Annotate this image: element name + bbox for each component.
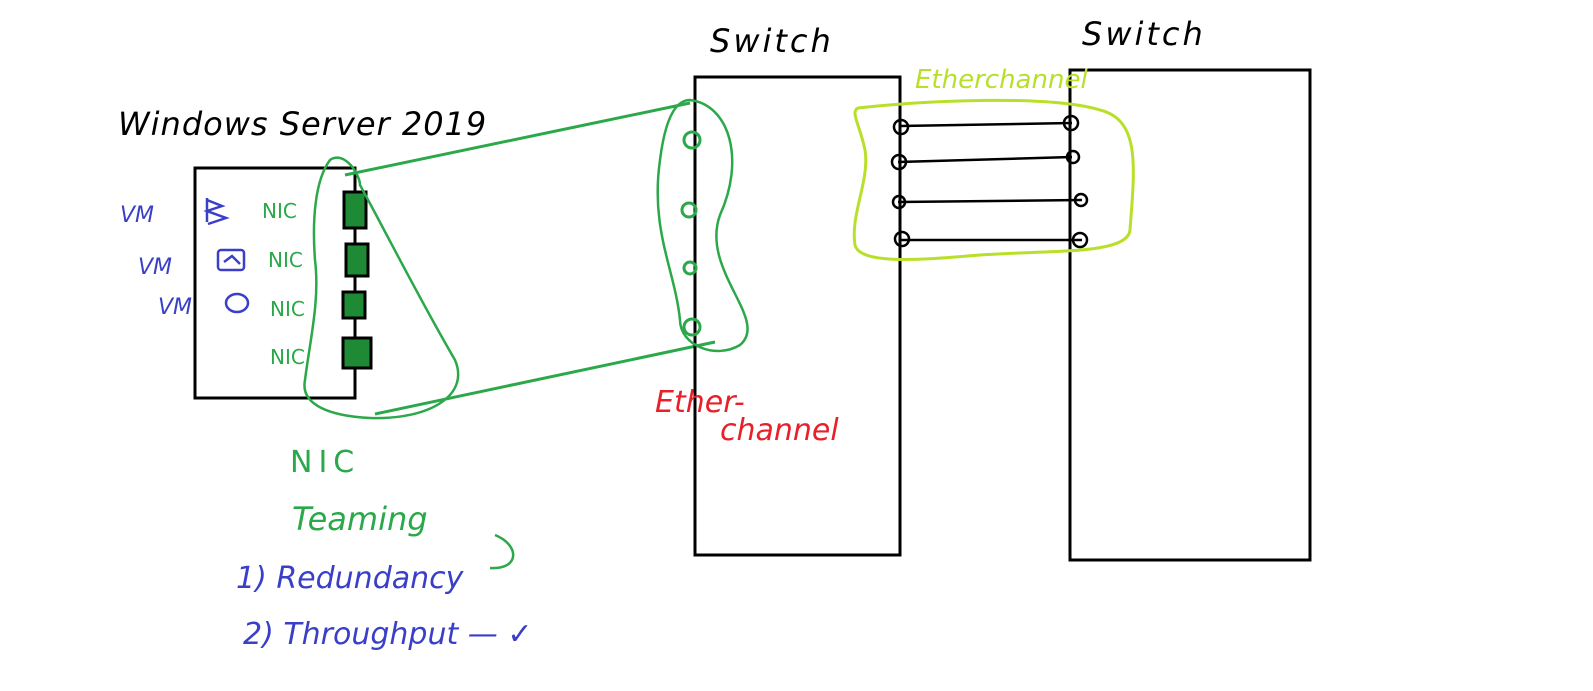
server-title: Windows Server 2019 (118, 105, 487, 143)
etherchannel-lime-loop (852, 98, 1135, 261)
nic-label-4: NIC (270, 345, 305, 369)
vm-label-2: VM (138, 255, 172, 280)
nic-team-loop (303, 156, 460, 420)
etherchannel-lime-label: Etherchannel (915, 65, 1088, 95)
nic-label-2: NIC (268, 248, 303, 272)
teaming-flourish (489, 533, 515, 570)
teaming-title-line1: NIC (290, 445, 360, 480)
switch-left-box (693, 75, 902, 557)
switch-port-4 (682, 317, 702, 337)
vm-label-3: VM (158, 295, 192, 320)
switch-right-label: Switch (1082, 15, 1206, 53)
nic-port-4 (341, 336, 373, 370)
switch-port-1 (682, 130, 702, 150)
etherchannel-red-line2: channel (720, 413, 839, 448)
inter-switch-links (890, 114, 1089, 249)
vm-label-1: VM (120, 203, 154, 228)
team-link-top (344, 101, 691, 177)
switch-port-loop (656, 98, 749, 353)
nic-label-1: NIC (262, 199, 297, 223)
link-2 (897, 155, 1073, 164)
switch-left-label: Switch (710, 22, 834, 60)
nic-port-1 (342, 190, 368, 230)
vm-icon-2 (216, 248, 246, 272)
teaming-item-1: 1) Redundancy (236, 561, 465, 596)
switch-left-ports (680, 130, 702, 337)
etherchannel-red-line1: Ether- (655, 385, 745, 420)
vm-icon-1 (203, 198, 230, 226)
vm-icon-3 (224, 292, 250, 314)
teaming-title-line2: Teaming (292, 500, 428, 538)
nic-port-2 (344, 242, 370, 278)
switch-port-2 (680, 201, 698, 219)
teaming-item-2: 2) Throughput — ✓ (243, 617, 532, 652)
switch-port-3 (682, 260, 698, 276)
link-1 (899, 121, 1073, 128)
server-box (193, 166, 357, 400)
nic-port-3 (341, 290, 367, 320)
team-link-bottom (374, 340, 716, 416)
switch-right-box (1068, 68, 1312, 562)
nic-ports (341, 190, 373, 370)
nic-label-3: NIC (270, 297, 305, 321)
link-3 (897, 198, 1083, 204)
